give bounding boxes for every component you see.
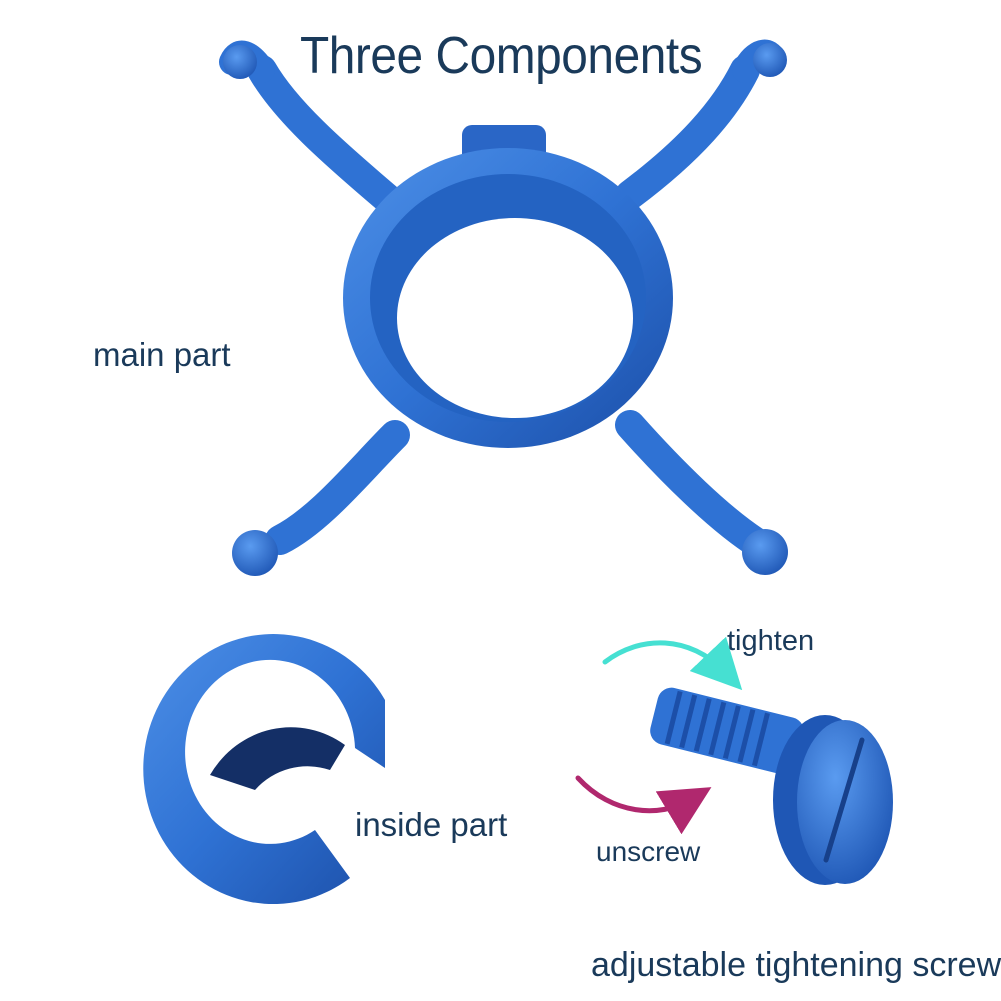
- arm-tip-bottom-right: [742, 529, 788, 575]
- main-part-ring-hole: [397, 218, 633, 418]
- main-part-image: [219, 39, 788, 576]
- screw-slot: [823, 737, 865, 863]
- tighten-label: tighten: [727, 625, 815, 657]
- screw-label: adjustable tightening screw: [591, 946, 1001, 984]
- page-title: Three Components: [300, 27, 703, 85]
- unscrew-label: unscrew: [596, 836, 701, 867]
- arm-tip-top-right: [753, 43, 787, 77]
- unscrew-arrow: [575, 775, 712, 835]
- main-part-arms: [219, 39, 786, 560]
- tighten-arrow: [602, 636, 743, 691]
- arm-tip-bottom-left: [232, 530, 278, 576]
- main-part-label: main part: [93, 336, 231, 373]
- inside-part-label: inside part: [355, 806, 508, 843]
- screw-thread: [650, 687, 804, 775]
- arm-tip-top-left: [223, 45, 257, 79]
- inside-part-image: [143, 634, 385, 905]
- screw-image: [650, 687, 893, 885]
